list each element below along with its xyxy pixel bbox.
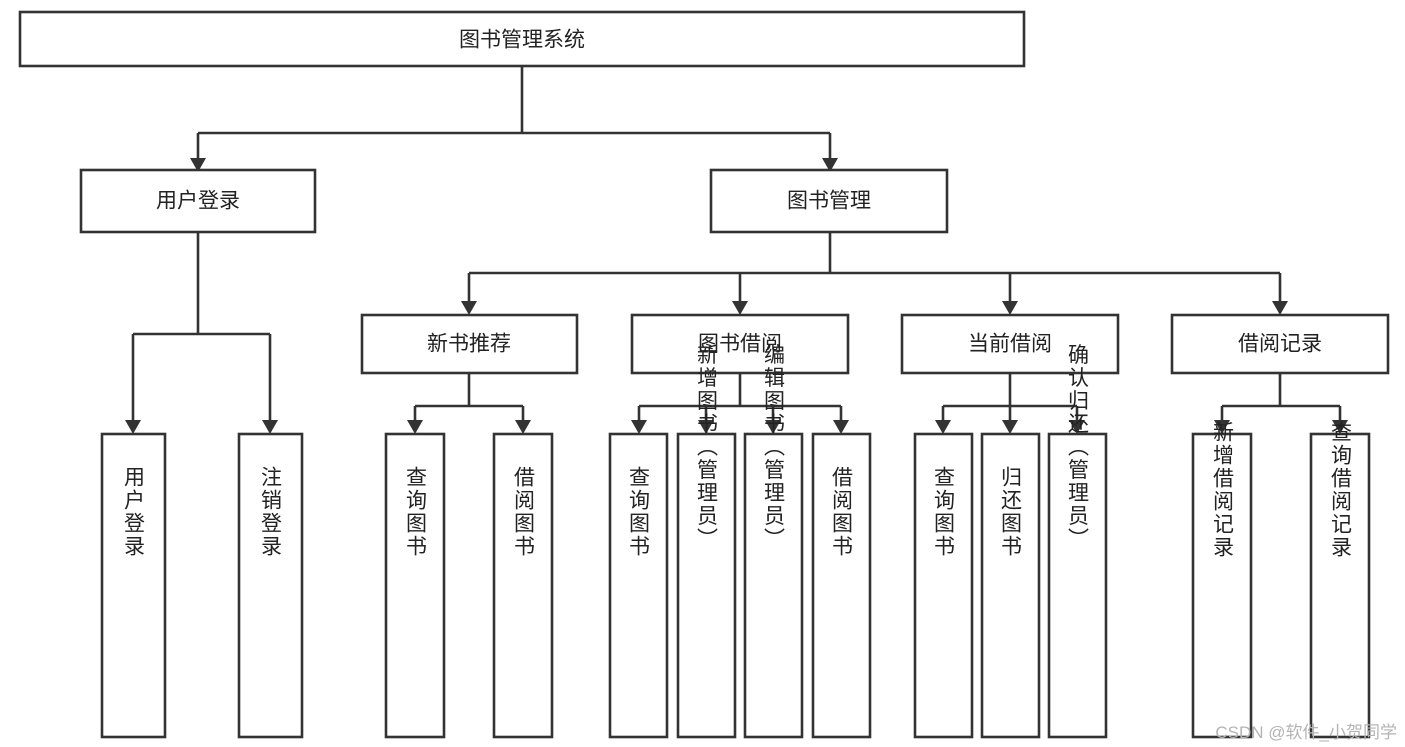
leaf-box[interactable] — [237, 432, 304, 739]
arrow-bookborrow-leaf-2 — [698, 420, 714, 434]
arrow-userlogin-leaf-2 — [262, 420, 278, 434]
arrow-bookborrow-leaf-1 — [631, 420, 647, 434]
leaf-label: 用户登录 — [122, 466, 146, 558]
leaf-box[interactable] — [1047, 432, 1108, 739]
node-borrow-record[interactable]: 借阅记录 — [1170, 313, 1390, 375]
arrow-currentborrow-leaf-1 — [935, 420, 951, 434]
book-borrow-label: 图书借阅 — [698, 333, 782, 356]
new-book-recommend-box[interactable] — [360, 313, 579, 375]
leaf-node-user-login-login[interactable]: 用户登录 — [100, 432, 167, 739]
arrow-borrowrecord-leaf-1 — [1214, 420, 1230, 434]
leaf-node-borrowrecord-query-record[interactable]: 查询借阅记录 — [1309, 421, 1371, 739]
leaf-box[interactable] — [811, 432, 872, 739]
leaf-label: 查询图书 — [627, 466, 651, 558]
root-box[interactable] — [18, 10, 1026, 68]
node-book-manage[interactable]: 图书管理 — [709, 168, 949, 234]
arrow-bookmanage-to-newbook — [461, 301, 477, 315]
leaf-node-bookborrow-add-book[interactable]: 新增图书（管理员） — [676, 344, 737, 739]
leaf-label: 新增图书（管理员） — [695, 344, 719, 551]
user-login-box[interactable] — [79, 168, 317, 234]
leaf-label: 归还图书 — [999, 466, 1023, 558]
leaf-node-currentborrow-return-book[interactable]: 归还图书 — [980, 432, 1041, 739]
leaf-node-borrowrecord-add-record[interactable]: 新增借阅记录 — [1191, 421, 1253, 739]
leaf-node-bookborrow-borrow-book[interactable]: 借阅图书 — [811, 432, 872, 739]
arrow-bookmanage-to-current — [1002, 301, 1018, 315]
node-root-system[interactable]: 图书管理系统 — [18, 10, 1026, 68]
leaf-label: 新增借阅记录 — [1211, 421, 1235, 559]
node-new-book-recommend[interactable]: 新书推荐 — [360, 313, 579, 375]
arrow-root-to-user-login — [190, 158, 206, 172]
leaf-box[interactable] — [913, 432, 974, 739]
leaf-node-user-login-logout[interactable]: 注销登录 — [237, 432, 304, 739]
leaf-node-currentborrow-confirm-return[interactable]: 确认归还（管理员） — [1047, 344, 1108, 739]
arrow-currentborrow-leaf-3 — [1069, 420, 1085, 434]
arrow-newbook-leaf-2 — [515, 420, 531, 434]
user-login-label: 用户登录 — [156, 190, 240, 213]
borrow-record-box[interactable] — [1170, 313, 1390, 375]
root-label: 图书管理系统 — [459, 29, 585, 52]
leaf-box[interactable] — [676, 432, 737, 739]
book-manage-box[interactable] — [709, 168, 949, 234]
leaf-label: 查询借阅记录 — [1329, 421, 1353, 559]
current-borrow-label: 当前借阅 — [968, 333, 1052, 356]
leaf-label: 查询图书 — [932, 466, 956, 558]
leaf-box[interactable] — [1309, 432, 1371, 739]
leaf-box[interactable] — [1191, 432, 1253, 739]
leaf-box[interactable] — [492, 432, 554, 739]
arrow-borrowrecord-leaf-2 — [1332, 420, 1348, 434]
leaf-node-bookborrow-edit-book[interactable]: 编辑图书（管理员） — [743, 344, 804, 739]
leaf-label: 查询图书 — [404, 466, 428, 558]
leaf-box[interactable] — [743, 432, 804, 739]
leaf-box[interactable] — [100, 432, 167, 739]
leaf-box[interactable] — [608, 432, 669, 739]
connector-layer — [125, 66, 1348, 434]
leaf-node-newbook-borrow-book[interactable]: 借阅图书 — [492, 432, 554, 739]
arrow-bookborrow-leaf-3 — [765, 420, 781, 434]
leaf-label: 注销登录 — [259, 466, 283, 558]
arrow-newbook-leaf-1 — [407, 420, 423, 434]
leaf-node-currentborrow-query-book[interactable]: 查询图书 — [913, 432, 974, 739]
arrow-userlogin-leaf-1 — [125, 420, 141, 434]
new-book-recommend-label: 新书推荐 — [427, 333, 511, 356]
leaf-label: 确认归还（管理员） — [1066, 344, 1090, 551]
leaf-node-newbook-query-book[interactable]: 查询图书 — [384, 432, 446, 739]
book-borrow-box[interactable] — [630, 313, 850, 375]
leaf-box[interactable] — [384, 432, 446, 739]
leaf-label: 借阅图书 — [512, 466, 536, 558]
node-current-borrow[interactable]: 当前借阅 — [900, 313, 1120, 375]
leaf-label: 借阅图书 — [830, 466, 854, 558]
leaf-node-bookborrow-query-book[interactable]: 查询图书 — [608, 432, 669, 739]
arrow-bookborrow-leaf-4 — [833, 420, 849, 434]
leaf-box[interactable] — [980, 432, 1041, 739]
leaf-label: 编辑图书（管理员） — [762, 344, 786, 551]
arrow-root-to-book-manage — [822, 158, 838, 172]
current-borrow-box[interactable] — [900, 313, 1120, 375]
csdn-watermark: CSDN @软件_小贺同学 — [1215, 723, 1397, 742]
node-book-borrow[interactable]: 图书借阅 — [630, 313, 850, 375]
arrow-currentborrow-leaf-2 — [1002, 420, 1018, 434]
arrow-bookmanage-to-record — [1272, 301, 1288, 315]
arrow-bookmanage-to-borrow — [732, 301, 748, 315]
book-manage-label: 图书管理 — [787, 190, 871, 213]
borrow-record-label: 借阅记录 — [1238, 333, 1322, 356]
node-user-login[interactable]: 用户登录 — [79, 168, 317, 234]
